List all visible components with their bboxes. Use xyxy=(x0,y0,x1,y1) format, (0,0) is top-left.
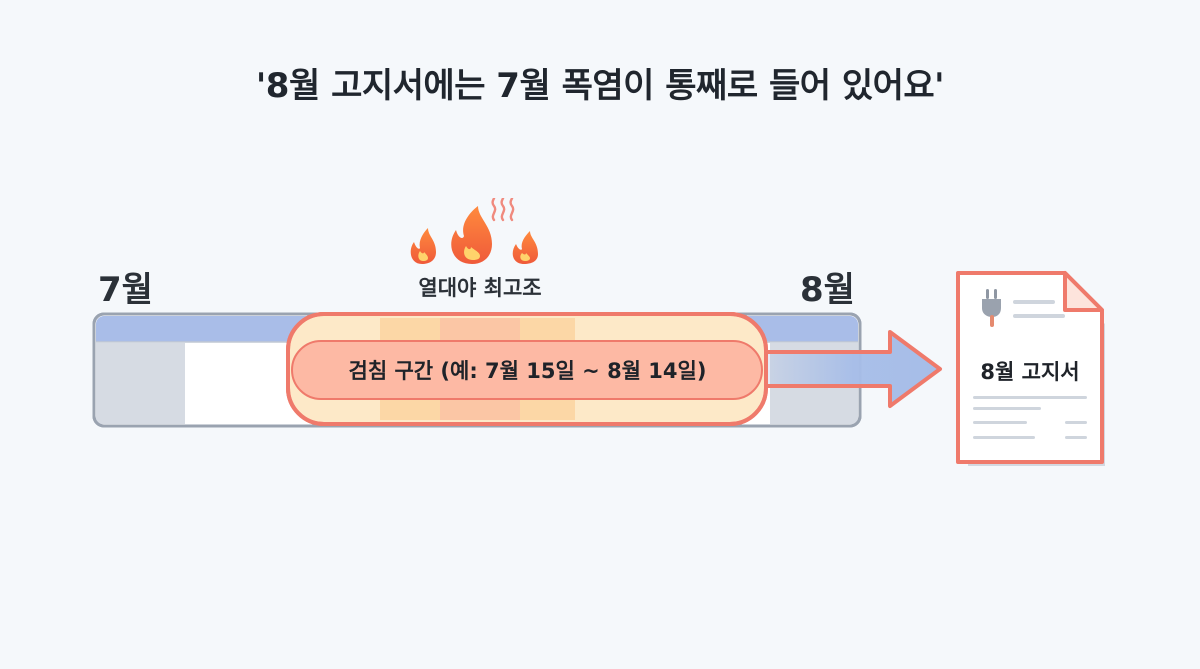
bill-document xyxy=(956,271,1105,466)
arrow-right-icon xyxy=(763,330,942,408)
fire-icon xyxy=(410,198,538,264)
month-end-label: 8월 xyxy=(800,270,855,310)
steam-icon xyxy=(491,198,515,222)
reading-period-highlight xyxy=(286,312,768,426)
page-title: '8월 고지서에는 7월 폭염이 통째로 들어 있어요' xyxy=(255,66,945,106)
month-start-label: 7월 xyxy=(98,270,153,310)
bill-title: 8월 고지서 xyxy=(980,360,1080,384)
peak-label: 열대야 최고조 xyxy=(418,276,542,300)
plug-icon xyxy=(982,289,1001,327)
reading-period-label: 검침 구간 (예: 7월 15일 ~ 8월 14일) xyxy=(348,359,707,383)
